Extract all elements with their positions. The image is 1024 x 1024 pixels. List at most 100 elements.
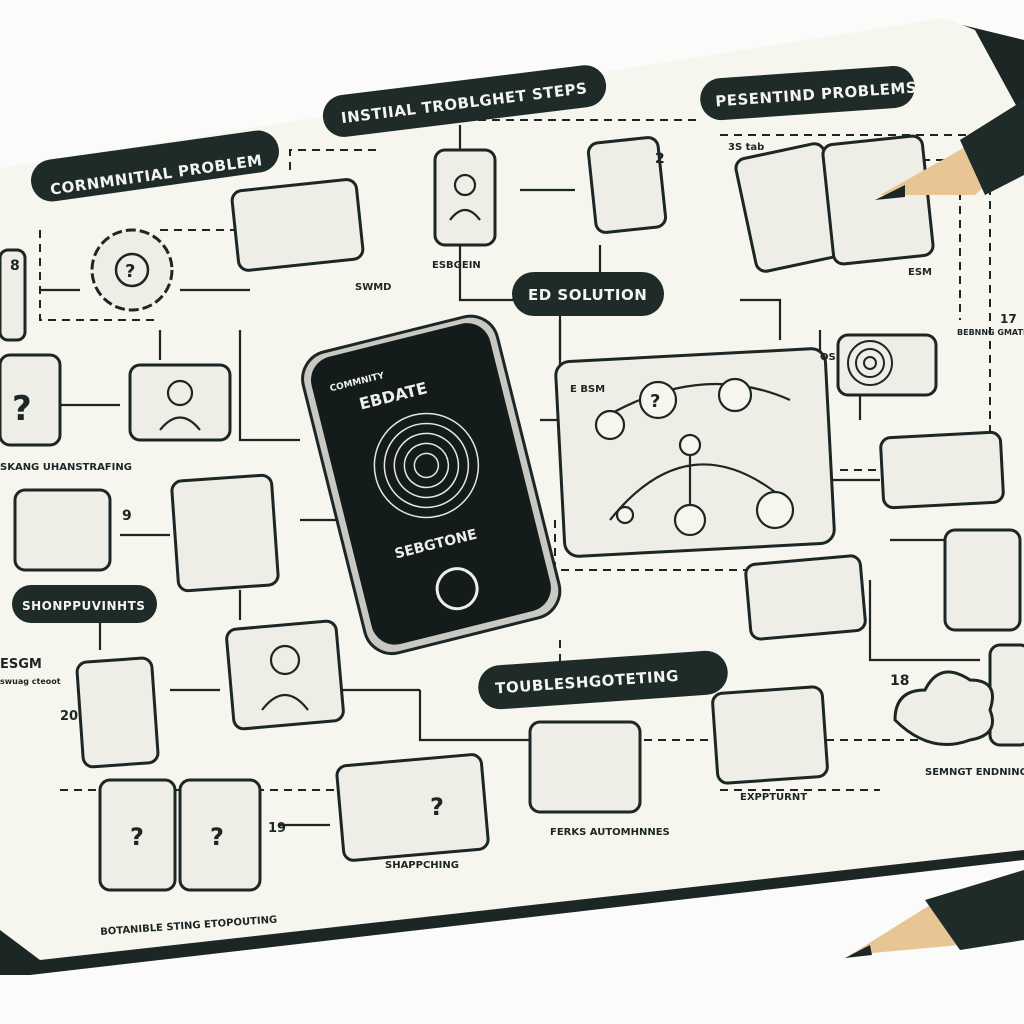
- diagram-shape: [453, 173, 477, 197]
- diagram-shape: [31, 130, 279, 202]
- diagram-shape: [170, 473, 280, 593]
- diagram-shape: [230, 178, 365, 272]
- diagram-shape: [845, 945, 872, 958]
- diagram-label: ESGM: [0, 657, 42, 672]
- diagram-shape: [13, 488, 112, 572]
- diagram-shape: [449, 208, 481, 221]
- diagram-shape: [373, 412, 480, 519]
- home-button[interactable]: [433, 564, 481, 612]
- cloud-icon: [893, 670, 994, 746]
- diagram-shape: [678, 433, 702, 457]
- diagram-label: ED SOLUTION: [528, 286, 647, 304]
- diagram-label: ESM: [908, 267, 932, 278]
- diagram-shape: [850, 905, 960, 955]
- gear-question-icon: ?: [90, 228, 174, 312]
- diagram-shape: [310, 323, 551, 645]
- diagram-shape: [90, 228, 174, 312]
- diagram-shape: [98, 778, 177, 892]
- pencil-bottom-right: [845, 870, 1024, 958]
- diagram-shape: [128, 363, 232, 442]
- diagram-shape: [638, 380, 678, 420]
- step-markers: 8 9 2 19 20 18 17 OS: [10, 151, 1017, 836]
- diagram-shape: [863, 356, 877, 370]
- diagram-label: SWMD: [355, 282, 391, 293]
- diagram-shape: [988, 643, 1024, 747]
- diagram-shape: [594, 377, 795, 537]
- header-troubleshooting: TOUBLESHGOTETING: [478, 650, 728, 710]
- diagram-label: 2: [655, 151, 665, 167]
- diagram-shape: [821, 134, 935, 266]
- diagram-label: ESBGEIN: [432, 260, 481, 271]
- node-cards: [0, 134, 1024, 892]
- diagram-shape: [512, 272, 664, 316]
- diagram-shape: [755, 490, 795, 530]
- diagram-shape: [322, 65, 607, 137]
- diagram-label: SEMNGT ENDNING: [925, 767, 1024, 778]
- question-cards: ? ? ? ?: [12, 389, 444, 851]
- diagram-label: E BSM: [570, 384, 605, 395]
- solution-network-card: ? E BSM: [554, 347, 836, 558]
- diagram-shape: [75, 656, 160, 769]
- central-phone: COMMNITY EBDATE SEBGTONE: [301, 314, 562, 655]
- diagram-shape: [879, 430, 1005, 510]
- diagram-shape: [586, 136, 668, 234]
- diagram-shape: [960, 100, 1024, 195]
- diagram-shape: [433, 148, 497, 247]
- diagram-shape: [12, 585, 157, 623]
- diagram-shape: [98, 590, 560, 742]
- diagram-label: 17: [1000, 312, 1017, 326]
- question-node: ?: [650, 391, 660, 412]
- diagram-label: 20: [60, 709, 78, 724]
- header-shortcuts: SHONPPUVINHTS: [12, 585, 157, 623]
- diagram-shape: [847, 340, 893, 386]
- diagram-label: 3S tab: [728, 142, 764, 153]
- fingerprint-icon: [373, 412, 480, 519]
- diagram-shape: [744, 554, 867, 641]
- target-icon: [847, 340, 893, 386]
- diagram-label: SHAPPCHING: [385, 860, 459, 871]
- diagram-shape: [925, 870, 1024, 950]
- diagram-shape: [673, 503, 707, 537]
- person-icon: [159, 173, 481, 711]
- diagram-label: SKANG UHANSTRAFING: [0, 462, 132, 473]
- pencil-top-right: [875, 100, 1024, 200]
- diagram-shape: [261, 694, 309, 711]
- diagram-shape: [700, 66, 915, 121]
- diagram-label: 18: [890, 673, 909, 689]
- diagram-shape: [528, 720, 642, 814]
- diagram-label: 8: [10, 258, 20, 274]
- diagram-shape: [403, 442, 450, 489]
- diagram-shape: [893, 670, 994, 746]
- diagram-label: ?: [12, 389, 32, 429]
- diagram-label: ?: [430, 793, 444, 821]
- header-initial-steps: INSTIIAL TROBLGHET STEPS: [322, 65, 607, 137]
- diagram-shape: [178, 778, 262, 892]
- diagram-label: EXPPTURNT: [740, 792, 807, 803]
- diagram-label: ?: [125, 261, 135, 282]
- diagram-shape: [615, 505, 635, 525]
- diagram-shape: [158, 125, 562, 442]
- diagram-shape: [120, 518, 980, 827]
- diagram-shape: [711, 685, 829, 785]
- diagram-shape: [0, 248, 27, 342]
- diagram-shape: [855, 348, 885, 378]
- diagram-label: FERKS AUTOMHNNES: [550, 827, 670, 838]
- diagram-shape: [717, 377, 753, 413]
- header-presenting-problems: PESENTIND PROBLEMS: [700, 66, 918, 121]
- diagram-shape: [166, 379, 194, 407]
- diagram-label: SHONPPUVINHTS: [22, 599, 145, 613]
- diagram-shape: [269, 644, 301, 676]
- diagram-shape: [159, 416, 201, 431]
- diagram-shape: [943, 528, 1022, 632]
- diagram-label: OS: [820, 352, 836, 363]
- diagram-shape: [335, 753, 490, 862]
- diagram-shape: [413, 452, 440, 479]
- diagram-label: BEBNNG GMATIUNN GMNNUNION: [957, 328, 1024, 337]
- diagram-label: ?: [130, 823, 144, 851]
- header-solution: ED SOLUTION: [512, 272, 664, 316]
- diagram-shape: [875, 185, 905, 200]
- diagram-shape: [39, 149, 380, 321]
- diagram-label: 9: [122, 508, 132, 524]
- diagram-label: ?: [210, 823, 224, 851]
